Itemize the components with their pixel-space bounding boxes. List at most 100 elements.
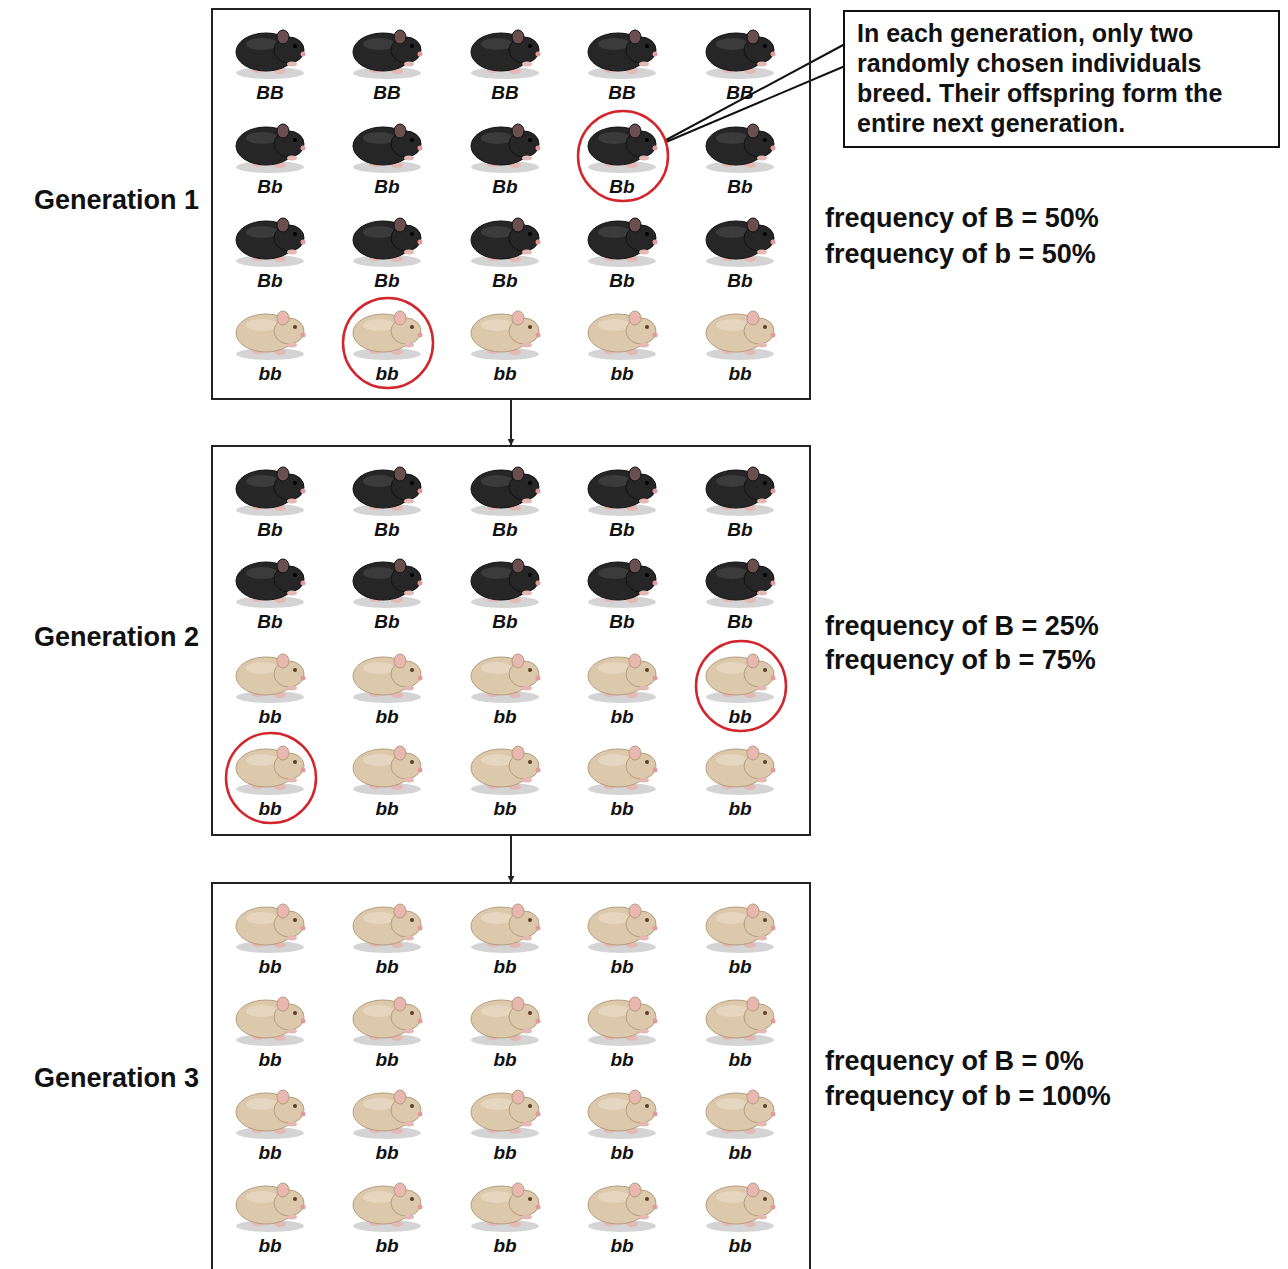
genotype-label: bb <box>475 707 535 726</box>
genotype-label: BB <box>357 83 417 102</box>
genotype-label: bb <box>357 957 417 976</box>
generation-arrow <box>510 836 512 882</box>
genotype-label: Bb <box>475 271 535 290</box>
generation-panel: Generation 1 <box>211 8 811 400</box>
tan-mouse <box>471 311 541 360</box>
genotype-label: BB <box>475 83 535 102</box>
genotype-label: bb <box>592 799 652 818</box>
black-mouse <box>236 218 306 267</box>
genotype-label: Bb <box>710 271 770 290</box>
genotype-label: Bb <box>592 177 652 196</box>
generation-label: Generation 3 <box>34 1063 199 1094</box>
genotype-label: bb <box>710 957 770 976</box>
allele-frequency: frequency of B = 0% <box>825 1047 1084 1077</box>
genotype-label: bb <box>710 364 770 383</box>
tan-mouse <box>471 904 541 953</box>
tan-mouse <box>588 904 658 953</box>
genotype-label: Bb <box>475 612 535 631</box>
tan-mouse <box>471 997 541 1046</box>
generation-label: Generation 2 <box>34 621 199 652</box>
genotype-label: bb <box>475 1050 535 1069</box>
black-mouse <box>588 467 658 516</box>
tan-mouse <box>588 1090 658 1139</box>
black-mouse <box>588 559 658 608</box>
genotype-label: Bb <box>592 271 652 290</box>
black-mouse <box>353 467 423 516</box>
callout-box: In each generation, only two randomly ch… <box>843 10 1280 148</box>
black-mouse <box>706 467 776 516</box>
black-mouse <box>471 559 541 608</box>
tan-mouse <box>353 654 423 703</box>
tan-mouse <box>236 997 306 1046</box>
genotype-label: bb <box>710 1050 770 1069</box>
genotype-label: BB <box>240 83 300 102</box>
black-mouse <box>353 218 423 267</box>
black-mouse <box>236 124 306 173</box>
genotype-label: bb <box>710 799 770 818</box>
tan-mouse <box>588 1183 658 1232</box>
tan-mouse <box>706 997 776 1046</box>
genotype-label: bb <box>475 1236 535 1255</box>
selection-circle <box>578 111 668 201</box>
tan-mouse <box>471 746 541 795</box>
black-mouse <box>236 559 306 608</box>
genotype-label: Bb <box>240 271 300 290</box>
genotype-label: Bb <box>592 612 652 631</box>
tan-mouse <box>588 997 658 1046</box>
selection-circle <box>226 733 316 823</box>
tan-mouse <box>471 1183 541 1232</box>
tan-mouse <box>353 746 423 795</box>
tan-mouse <box>706 654 776 703</box>
tan-mouse <box>706 1183 776 1232</box>
genotype-label: bb <box>240 799 300 818</box>
allele-frequency: frequency of b = 75% <box>825 646 1096 676</box>
tan-mouse <box>236 654 306 703</box>
tan-mouse <box>471 1090 541 1139</box>
tan-mouse <box>353 997 423 1046</box>
tan-mouse <box>588 746 658 795</box>
black-mouse <box>471 30 541 79</box>
genotype-label: bb <box>357 1143 417 1162</box>
black-mouse <box>353 124 423 173</box>
allele-frequency: frequency of B = 50% <box>825 204 1099 234</box>
black-mouse <box>706 218 776 267</box>
genotype-label: BB <box>592 83 652 102</box>
tan-mouse <box>236 904 306 953</box>
genotype-label: bb <box>357 707 417 726</box>
genotype-label: Bb <box>357 520 417 539</box>
genotype-label: Bb <box>475 520 535 539</box>
genotype-label: Bb <box>357 177 417 196</box>
black-mouse <box>706 30 776 79</box>
tan-mouse <box>236 1090 306 1139</box>
genotype-label: bb <box>240 1236 300 1255</box>
genotype-label: bb <box>592 957 652 976</box>
genotype-label: bb <box>357 1236 417 1255</box>
genotype-label: BB <box>710 83 770 102</box>
tan-mouse <box>353 904 423 953</box>
tan-mouse <box>353 1183 423 1232</box>
allele-frequency: frequency of b = 100% <box>825 1082 1111 1112</box>
tan-mouse <box>706 746 776 795</box>
black-mouse <box>471 124 541 173</box>
black-mouse <box>706 124 776 173</box>
selection-circle <box>343 298 433 388</box>
generation-panel: Generation 3 <box>211 882 811 1269</box>
generation-panel: Generation 2 <box>211 445 811 836</box>
black-mouse <box>353 559 423 608</box>
genotype-label: Bb <box>357 271 417 290</box>
tan-mouse <box>471 654 541 703</box>
tan-mouse <box>588 311 658 360</box>
leader-line <box>666 66 845 142</box>
black-mouse <box>706 559 776 608</box>
genotype-label: bb <box>592 1050 652 1069</box>
tan-mouse <box>353 1090 423 1139</box>
genotype-label: bb <box>710 1143 770 1162</box>
allele-frequency: frequency of b = 50% <box>825 240 1096 270</box>
genotype-label: Bb <box>240 520 300 539</box>
genotype-label: bb <box>592 1236 652 1255</box>
genotype-label: bb <box>475 364 535 383</box>
callout-text: In each generation, only two randomly ch… <box>857 18 1268 138</box>
genotype-label: bb <box>240 707 300 726</box>
genotype-label: bb <box>592 1143 652 1162</box>
black-mouse <box>588 124 658 173</box>
